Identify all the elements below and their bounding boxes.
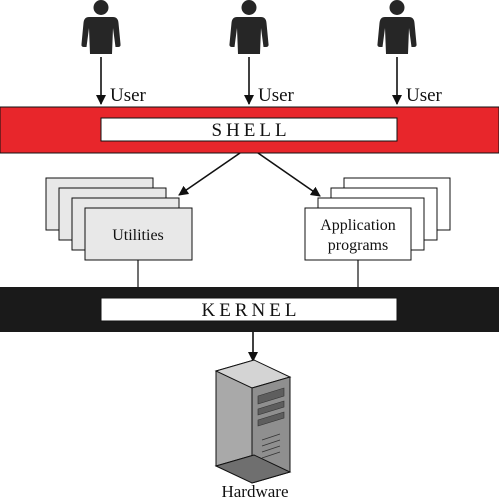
user-label: User [110,85,147,106]
shell-label: SHELL [211,120,290,141]
shell-layer: SHELL [0,106,499,154]
shell-to-utilities-arrow [178,152,241,196]
hardware-label: Hardware [221,482,288,501]
utilities-stack: Utilities [45,177,193,287]
kernel-layer: KERNEL [0,287,499,332]
user-label: User [258,85,295,106]
user-3: User [377,0,443,106]
utilities-label: Utilities [112,227,164,244]
user-icon [229,0,269,54]
user-1: User [81,0,147,106]
user-label: User [406,85,443,106]
shell-to-applications-arrow [257,152,321,197]
user-icon [81,0,121,54]
applications-card-front [304,207,412,261]
shell-label-box [100,117,398,142]
server-tower-icon [214,359,292,484]
utilities-card-front [84,207,193,261]
user-2: User [229,0,295,106]
applications-stack: Application programs [304,177,451,287]
applications-label-line2: programs [328,237,388,254]
applications-label-line1: Application [320,217,396,234]
kernel-label: KERNEL [202,300,301,321]
user-icon [377,0,417,54]
kernel-label-box [100,297,398,322]
